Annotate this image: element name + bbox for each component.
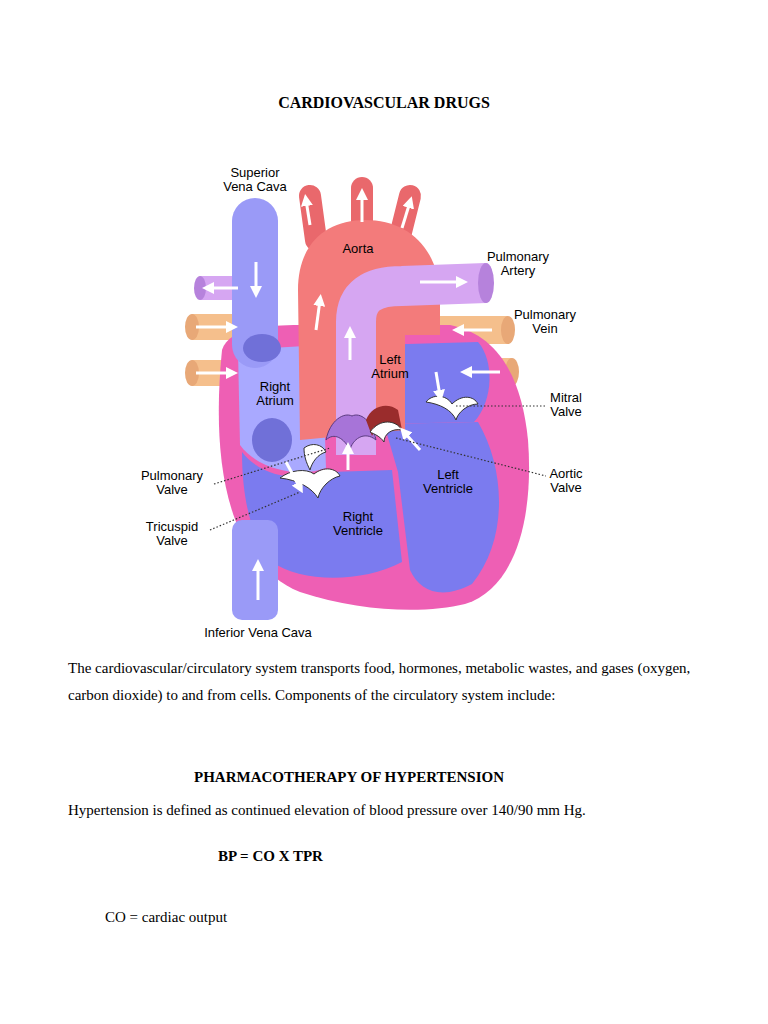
vessel-opening bbox=[252, 418, 292, 462]
part-label: Aorta bbox=[328, 242, 388, 256]
leader-line bbox=[214, 448, 330, 484]
artery-tube bbox=[356, 283, 486, 455]
leader-line bbox=[396, 438, 546, 476]
flow-arrow bbox=[458, 329, 492, 332]
flow-arrow bbox=[436, 372, 440, 396]
valve-leaflet bbox=[304, 445, 326, 470]
flow-arrow bbox=[255, 262, 258, 292]
leader-line bbox=[210, 492, 300, 530]
part-label: Left Atrium bbox=[362, 353, 418, 381]
vena-cava bbox=[232, 198, 292, 620]
vein-end bbox=[501, 316, 515, 344]
flow-arrow bbox=[257, 565, 260, 600]
body-paragraph: The cardiovascular/circulatory system tr… bbox=[68, 655, 708, 709]
part-label: Aortic Valve bbox=[535, 467, 597, 495]
body-paragraph: Hypertension is defined as continued ele… bbox=[68, 797, 708, 824]
part-label: Superior Vena Cava bbox=[215, 166, 295, 194]
part-label: Right Atrium bbox=[245, 380, 305, 408]
valve-leaflet bbox=[370, 422, 402, 442]
flow-arrow bbox=[402, 202, 410, 228]
flow-arrow bbox=[420, 281, 462, 284]
part-label: Pulmonary Valve bbox=[130, 469, 214, 497]
formula: BP = CO X TPR bbox=[218, 843, 418, 870]
mitral-valve bbox=[426, 396, 478, 420]
flow-arrow bbox=[196, 372, 232, 375]
left-ventricle-chamber bbox=[384, 422, 499, 592]
flow-arrow bbox=[196, 326, 232, 329]
leader-lines bbox=[210, 406, 546, 530]
flow-arrow bbox=[466, 371, 500, 374]
part-label: Mitral Valve bbox=[535, 391, 597, 419]
flow-arrow bbox=[208, 287, 238, 290]
flow-arrow bbox=[361, 194, 364, 222]
part-label: Inferior Vena Cava bbox=[178, 626, 338, 640]
part-label: Tricuspid Valve bbox=[130, 520, 214, 548]
inferior-vena-cava-tube bbox=[232, 520, 278, 620]
flow-arrow bbox=[347, 448, 350, 470]
pulmonary-artery bbox=[356, 263, 494, 455]
flow-arrow bbox=[306, 200, 310, 225]
definition: CO = cardiac output bbox=[105, 904, 405, 931]
flow-arrow bbox=[349, 332, 352, 360]
flow-arrow bbox=[316, 300, 320, 330]
tricuspid-valve bbox=[280, 469, 340, 498]
aorta-branch bbox=[310, 196, 316, 240]
part-label: Right Ventricle bbox=[326, 510, 390, 538]
vessel-opening bbox=[243, 334, 281, 362]
leader-line bbox=[456, 405, 546, 406]
flow-arrow bbox=[286, 462, 300, 488]
flow-arrows bbox=[196, 194, 500, 600]
part-label: Pulmonary Vein bbox=[505, 308, 585, 336]
artery-end bbox=[478, 263, 494, 303]
page-title: CARDIOVASCULAR DRUGS bbox=[184, 94, 584, 112]
artery-end bbox=[194, 276, 206, 300]
part-label: Left Ventricle bbox=[416, 468, 480, 496]
section-heading: PHARMACOTHERAPY OF HYPERTENSION bbox=[194, 764, 534, 791]
part-label: Pulmonary Artery bbox=[478, 250, 558, 278]
